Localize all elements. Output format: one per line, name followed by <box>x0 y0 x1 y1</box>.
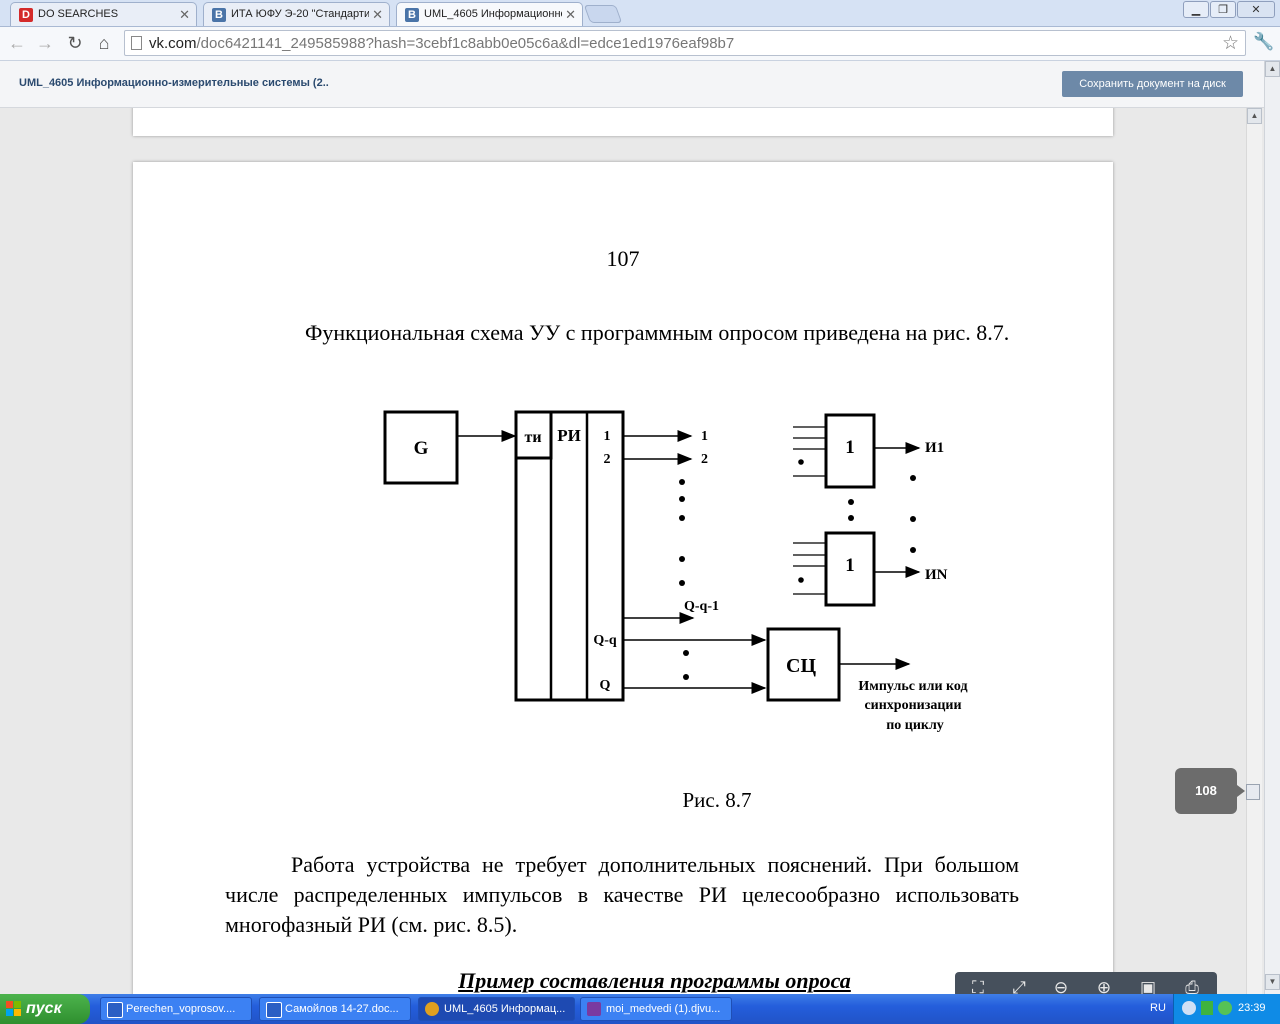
forward-arrow-icon[interactable]: → <box>36 33 54 53</box>
viewer-toolbar: ⛶ ⤢ ⊖ ⊕ ▣ ⎙ <box>955 972 1217 994</box>
chrome-icon <box>425 1002 439 1016</box>
ti-block <box>514 410 553 460</box>
sync-note: синхронизации <box>864 698 961 713</box>
language-indicator[interactable]: RU <box>1150 1002 1166 1014</box>
output-label: 1 <box>604 429 611 444</box>
print-icon[interactable]: ⎙ <box>1185 978 1199 994</box>
ti-label: ти <box>524 429 541 446</box>
document-viewer[interactable]: 107 Функциональная схема УУ с программны… <box>0 108 1264 994</box>
close-window-button[interactable]: ✕ <box>1237 1 1275 18</box>
paragraph: Функциональная схема УУ с программным оп… <box>305 320 1010 345</box>
page-icon <box>131 36 142 50</box>
sync-note: Импульс или код <box>858 679 967 694</box>
vk-favicon-icon: В <box>405 8 419 22</box>
or-gate-label: 1 <box>845 555 855 576</box>
taskbar-item-samoilov[interactable]: Самойлов 14-27.doc... <box>259 997 411 1021</box>
windows-flag-icon <box>6 1001 21 1016</box>
tab-close-icon[interactable]: ✕ <box>179 7 190 22</box>
taskbar-item-perechen[interactable]: Perechen_voprosov.... <box>100 997 252 1021</box>
start-button[interactable]: пуск <box>0 994 90 1024</box>
document-header: UML_4605 Информационно-измерительные сис… <box>0 61 1264 108</box>
tab-label: UML_4605 Информационно- <box>424 8 562 20</box>
tab-label: DO SEARCHES <box>38 8 119 20</box>
section-heading: Пример составления программы опроса <box>458 968 851 993</box>
maximize-button[interactable]: ❐ <box>1210 1 1236 18</box>
generator-label: G <box>414 438 429 459</box>
arrow-label: Q-q-1 <box>684 599 719 614</box>
tray-arrow-icon[interactable] <box>1182 1001 1196 1015</box>
functional-diagram: G ти РИ 1 2 Q-q Q 1 2 Q-q-1 <box>383 410 968 733</box>
minimize-button[interactable]: ▁ <box>1183 1 1209 18</box>
scroll-down-arrow-icon[interactable]: ▼ <box>1265 974 1280 990</box>
page-scrollbar[interactable]: ▲ ▼ <box>1264 61 1280 994</box>
vk-favicon-icon: В <box>212 8 226 22</box>
ri-label: РИ <box>557 426 581 445</box>
page-indicator: 108 <box>1175 768 1245 814</box>
fit-width-icon[interactable]: ⤢ <box>1012 978 1026 994</box>
clover-icon[interactable] <box>1218 1001 1232 1015</box>
address-bar[interactable]: vk.com/doc6421141_249585988?hash=3cebf1c… <box>124 30 1246 56</box>
viewer-scroll-thumb[interactable] <box>1246 784 1260 800</box>
word-doc-icon <box>107 1002 123 1018</box>
tab-close-icon[interactable]: ✕ <box>372 7 383 22</box>
tab-do-searches[interactable]: D DO SEARCHES ✕ <box>10 2 197 26</box>
taskbar-item-uml[interactable]: UML_4605 Информац... <box>418 997 575 1021</box>
page-number: 107 <box>606 246 640 271</box>
or-gate-bottom <box>824 531 876 607</box>
document-title: UML_4605 Информационно-измерительные сис… <box>19 77 329 89</box>
start-label: пуск <box>26 1000 62 1017</box>
previous-page <box>133 108 1113 136</box>
output-label: Q <box>600 678 611 693</box>
word-doc-icon <box>266 1002 282 1018</box>
system-tray <box>1173 994 1280 1024</box>
generator-block <box>383 410 459 485</box>
scroll-up-arrow-icon[interactable]: ▲ <box>1265 61 1280 77</box>
tab-close-icon[interactable]: ✕ <box>565 7 576 22</box>
save-to-disk-button[interactable]: Сохранить документ на диск <box>1062 71 1243 97</box>
or-gate-label: 1 <box>845 437 855 458</box>
clock: 23:39 <box>1238 1002 1266 1014</box>
sc-label: СЦ <box>786 655 816 677</box>
url-text: vk.com/doc6421141_249585988?hash=3cebf1c… <box>149 35 735 52</box>
save-icon[interactable]: ▣ <box>1139 978 1157 994</box>
wrench-icon[interactable]: 🔧 <box>1253 32 1275 51</box>
or-gate-top <box>824 413 876 489</box>
taskbar-item-djvu[interactable]: moi_medvedi (1).djvu... <box>580 997 732 1021</box>
output-label: 2 <box>604 452 611 467</box>
viewer-scrollbar[interactable]: ▲ <box>1246 108 1262 994</box>
taskbar: пуск Perechen_voprosov.... Самойлов 14-2… <box>0 994 1280 1024</box>
reload-icon[interactable]: ↻ <box>67 33 83 53</box>
tab-ita-yufu[interactable]: В ИТА ЮФУ Э-20 "Стандарти ✕ <box>203 2 390 26</box>
tab-uml-4605[interactable]: В UML_4605 Информационно- ✕ <box>396 2 583 26</box>
output-in-label: ИN <box>925 567 948 583</box>
current-page: 107 Функциональная схема УУ с программны… <box>133 162 1113 994</box>
tab-label: ИТА ЮФУ Э-20 "Стандарти <box>231 8 369 20</box>
tab-strip: D DO SEARCHES ✕ В ИТА ЮФУ Э-20 "Стандарт… <box>0 0 1280 27</box>
arrow-label: 1 <box>701 429 708 444</box>
do-searches-favicon-icon: D <box>19 8 33 22</box>
paragraph: Работа устройства не требует дополнитель… <box>225 852 1019 937</box>
output-i1-label: И1 <box>925 440 944 456</box>
back-arrow-icon[interactable]: ← <box>8 33 26 53</box>
zoom-out-icon[interactable]: ⊖ <box>1053 978 1069 994</box>
download-icon[interactable] <box>1201 1001 1213 1015</box>
browser-toolbar: ← → ↻ ⌂ vk.com/doc6421141_249585988?hash… <box>0 27 1280 61</box>
bookmark-star-icon[interactable]: ☆ <box>1221 33 1239 54</box>
home-icon[interactable]: ⌂ <box>98 33 110 53</box>
sync-note: по циклу <box>886 718 944 733</box>
djvu-icon <box>587 1002 601 1016</box>
zoom-in-icon[interactable]: ⊕ <box>1096 978 1112 994</box>
new-tab-button[interactable] <box>583 5 623 23</box>
figure-caption: Рис. 8.7 <box>682 788 752 812</box>
fit-page-icon[interactable]: ⛶ <box>972 978 984 994</box>
ellipsis-dots <box>679 479 689 680</box>
output-label: Q-q <box>593 633 617 648</box>
arrow-label: 2 <box>701 452 708 467</box>
register-block <box>514 410 625 702</box>
scroll-up-arrow-icon[interactable]: ▲ <box>1247 108 1262 124</box>
